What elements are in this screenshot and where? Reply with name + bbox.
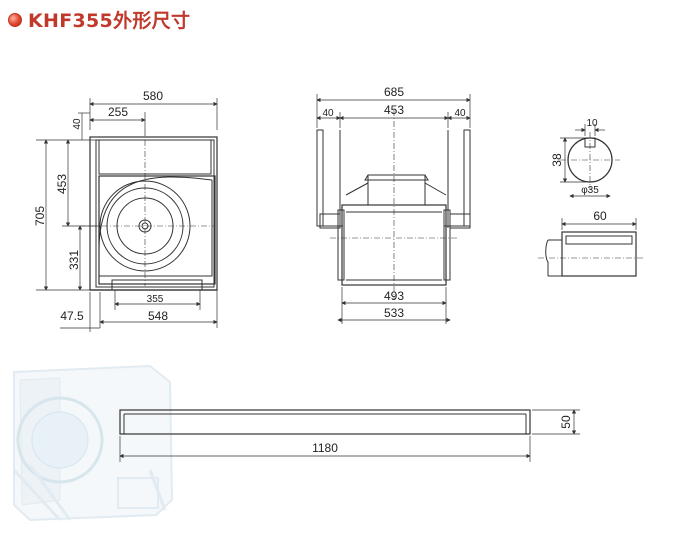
shaft-diameter-label: φ35 [581,185,599,196]
page-title: KHF355外形尺寸 [28,10,191,32]
shaft-height-label: 38 [550,153,564,167]
base-width-label: 548 [148,309,168,323]
wheel-width-label: 493 [384,289,404,303]
rail-dimensions [119,409,580,462]
base-offset-label: 47.5 [60,309,84,323]
side-flange-right-label: 40 [454,108,466,119]
top-flange-label: 40 [72,118,83,130]
shaft-section-dimensions [560,124,611,199]
side-view [316,110,471,300]
side-base-width-label: 533 [384,306,404,320]
title-row: KHF355外形尺寸 [8,6,190,33]
rail-length-label: 1180 [312,441,338,455]
height-upper-label: 453 [55,174,69,194]
rail-height-label: 50 [559,415,573,429]
key-width-label: 10 [586,118,598,129]
side-width-label: 685 [384,85,404,99]
side-inner-width-label: 453 [384,103,404,117]
rail [119,409,531,435]
side-flange-left-label: 40 [322,108,334,119]
front-dimensions [36,98,218,332]
shaft-side-dimensions [561,218,637,230]
shaft-length-label: 60 [593,209,607,223]
inlet-offset-label: 255 [108,105,128,119]
fan-photo-ghost [12,364,174,522]
height-total-label: 705 [33,206,47,226]
front-width-label: 580 [143,89,163,103]
side-dimensions [316,94,471,324]
bullet-icon [8,12,22,27]
height-lower-label: 331 [67,250,81,270]
shaft-section [560,132,620,190]
inlet-diameter-label: 355 [147,294,164,305]
shaft-side [538,231,645,277]
front-view [80,136,218,291]
